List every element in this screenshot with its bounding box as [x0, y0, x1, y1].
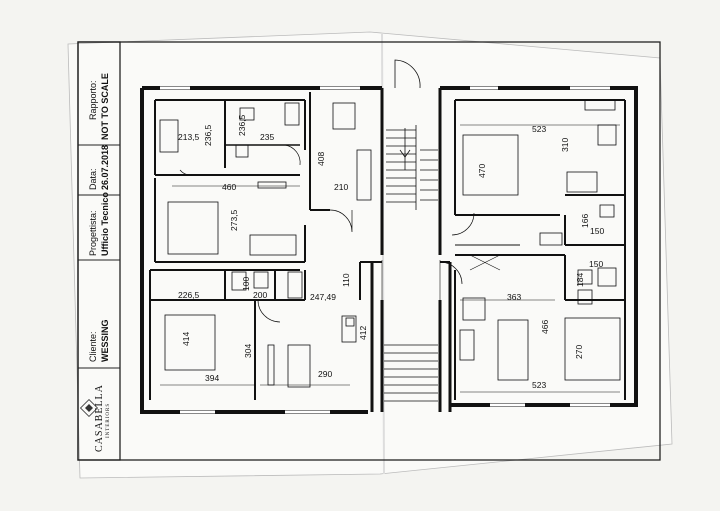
paper-sheet: [67, 31, 673, 479]
dim-label: 210: [334, 182, 349, 192]
lower-staircase: [384, 344, 438, 402]
logo-sub: INTERIORS: [106, 402, 111, 438]
client-label: Cliente:: [88, 331, 98, 362]
dim-label: 166: [580, 213, 590, 228]
dim-label: 270: [574, 344, 584, 359]
dim-label: 290: [318, 369, 333, 379]
dim-label: 235: [260, 132, 275, 142]
ratio-value: NOT TO SCALE: [100, 73, 110, 140]
dim-label: 150: [590, 226, 605, 236]
dim-label: 466: [540, 319, 550, 334]
dim-label: 236,5: [237, 114, 247, 136]
dim-label: 110: [341, 273, 351, 287]
dim-label: 226,5: [178, 290, 200, 300]
dim-label: 184: [575, 272, 585, 287]
dim-label: 213,5: [178, 132, 200, 142]
designer-value: Ufficio Tecnico: [100, 192, 110, 256]
dim-label: 200: [253, 290, 268, 300]
date-value: 26.07.2018: [100, 144, 110, 190]
dim-label: 363: [507, 292, 522, 302]
dim-label: 236,5: [203, 124, 213, 146]
dim-label: 523: [532, 124, 547, 134]
dim-label: 523: [532, 380, 547, 390]
title-block: [77, 41, 121, 461]
client-value: WESSING: [100, 319, 110, 362]
ratio-label: Rapporto:: [88, 80, 98, 120]
dim-label: 460: [222, 182, 237, 192]
dim-label: 150: [589, 259, 604, 269]
dim-label: 408: [316, 151, 326, 166]
dim-label: 273,5: [229, 209, 239, 231]
dim-label: 310: [560, 137, 570, 152]
date-label: Data:: [88, 168, 98, 190]
dim-label: 100: [241, 276, 251, 291]
designer-label: Progettista:: [88, 210, 98, 256]
floor-plan: [140, 59, 638, 414]
dim-label: 394: [205, 373, 220, 383]
dim-label: 412: [358, 325, 368, 340]
dim-label: 304: [243, 343, 253, 358]
dim-label: 414: [181, 331, 191, 346]
casabella-logo: [79, 398, 99, 418]
dim-label: 470: [477, 163, 487, 178]
upper-staircase: [386, 125, 438, 210]
dim-label: 247,49: [310, 292, 336, 302]
logo-name: CASABELLA: [94, 384, 105, 452]
